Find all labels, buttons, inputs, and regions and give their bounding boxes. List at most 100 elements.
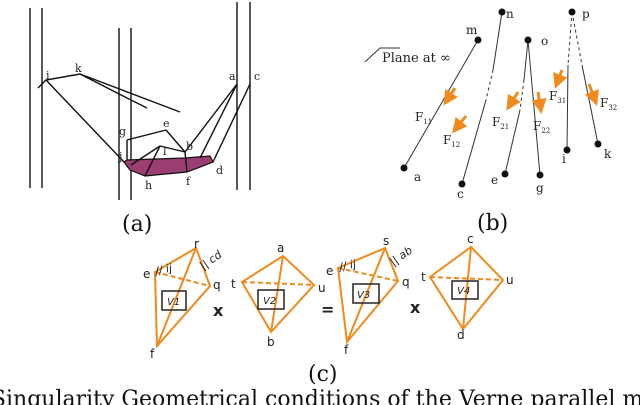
tetra-2-edge-tu bbox=[241, 281, 315, 286]
tetra-1-edge-eq bbox=[154, 271, 211, 287]
label-F31: F31 bbox=[549, 89, 566, 105]
panel-a-labels: i k a c g e l b j h f d bbox=[46, 62, 260, 192]
tetra-3-note-ij: // ij bbox=[337, 257, 358, 274]
operator-times-2: x bbox=[410, 298, 421, 317]
label-c-b: c bbox=[457, 187, 464, 201]
operator-times-1: x bbox=[213, 301, 224, 320]
arrow-F31 bbox=[553, 69, 568, 89]
figure-caption: Figure 2: Singularity Geometrical condit… bbox=[0, 387, 640, 405]
tetra-3-label-s: s bbox=[383, 234, 389, 248]
line-m-a bbox=[403, 39, 479, 169]
label-g: g bbox=[119, 125, 126, 138]
leg-a bbox=[184, 83, 238, 153]
label-o: o bbox=[541, 34, 548, 48]
label-e-b: e bbox=[491, 173, 498, 187]
leg-c bbox=[212, 83, 251, 163]
tetra-3-label-e: e bbox=[326, 264, 333, 278]
tetra-2-label-t: t bbox=[231, 277, 236, 291]
caption-a: (a) bbox=[122, 212, 152, 237]
label-i: i bbox=[46, 69, 50, 82]
link-lb bbox=[159, 145, 186, 153]
tetra-4-box bbox=[451, 280, 479, 300]
link-l bbox=[130, 145, 161, 166]
point-a bbox=[400, 164, 408, 172]
line-n-c-bottom bbox=[461, 99, 487, 185]
label-a-b: a bbox=[414, 170, 421, 184]
tetra-3-box-label: V3 bbox=[357, 290, 370, 301]
tetra-1-label-q: q bbox=[213, 278, 221, 292]
link-f bbox=[184, 151, 188, 173]
point-m bbox=[474, 36, 482, 44]
panel-a bbox=[29, 2, 251, 200]
label-n: n bbox=[506, 7, 514, 21]
tetra-2-box bbox=[257, 289, 285, 310]
tetra-3-edge-eq bbox=[337, 267, 399, 282]
tetra-1-box-label: V1 bbox=[167, 297, 180, 308]
tetra-2 bbox=[240, 254, 316, 334]
label-h: h bbox=[145, 179, 152, 192]
label-e: e bbox=[163, 117, 170, 130]
tetra-1 bbox=[153, 246, 212, 349]
label-g-b: g bbox=[536, 181, 544, 195]
arrow-F21 bbox=[506, 91, 521, 111]
tetra-2-label-u: u bbox=[318, 281, 326, 295]
tetra-3-note-ab: || ab bbox=[387, 244, 415, 269]
label-F12: F12 bbox=[443, 133, 460, 149]
link-ge bbox=[126, 129, 167, 141]
caption-c: (c) bbox=[308, 362, 338, 387]
leg-k bbox=[79, 73, 181, 113]
label-F11: F11 bbox=[415, 110, 432, 126]
label-F21: F21 bbox=[492, 115, 509, 131]
label-k: k bbox=[75, 62, 82, 75]
arrow-F11 bbox=[443, 87, 458, 106]
line-p-dash2 bbox=[571, 11, 583, 66]
tetra-4-label-t: t bbox=[421, 270, 426, 284]
tetra-4 bbox=[428, 245, 505, 331]
label-d: d bbox=[216, 164, 223, 177]
label-F22: F22 bbox=[533, 119, 550, 135]
label-f: f bbox=[186, 175, 191, 188]
tetra-1-label-f: f bbox=[150, 347, 155, 361]
point-k bbox=[594, 140, 602, 148]
tetra-4-label-d: d bbox=[457, 328, 465, 342]
tetra-4-label-u: u bbox=[506, 273, 514, 287]
leg-i-j bbox=[45, 79, 125, 163]
label-b: b bbox=[186, 140, 193, 153]
tetra-1-box bbox=[161, 290, 187, 311]
caption-b: (b) bbox=[477, 211, 508, 236]
label-c: c bbox=[254, 70, 260, 83]
label-p: p bbox=[582, 7, 590, 21]
tetra-1-note-ij: // ij bbox=[153, 261, 174, 278]
plane-label: Plane at ∞ bbox=[382, 51, 451, 66]
line-n-c-dash bbox=[485, 69, 494, 101]
label-m: m bbox=[466, 23, 478, 37]
tetra-3-label-q: q bbox=[402, 275, 410, 289]
tetra-1-label-r: r bbox=[194, 237, 199, 251]
line-o-top bbox=[523, 39, 529, 81]
arrow-F22 bbox=[531, 91, 547, 114]
tetra-1-label-e: e bbox=[143, 267, 150, 281]
line-o-e bbox=[504, 109, 521, 175]
label-j: j bbox=[117, 150, 122, 163]
link-eb bbox=[165, 129, 186, 153]
line-o-dash bbox=[519, 79, 525, 111]
point-i bbox=[563, 146, 571, 154]
tetra-3-edge-sf bbox=[346, 247, 386, 343]
label-k-b: k bbox=[604, 147, 612, 161]
point-e bbox=[501, 170, 509, 178]
tetra-2-box-label: V2 bbox=[263, 296, 276, 307]
tetra-1-note-cd: || cd bbox=[197, 247, 225, 272]
arrow-F32 bbox=[584, 83, 599, 106]
line-p-dash1 bbox=[567, 11, 573, 66]
label-i-b: i bbox=[562, 152, 566, 166]
panel-c: V1 e r q f // ij || cd x V2 a t u b = V3… bbox=[143, 232, 514, 361]
point-p bbox=[568, 8, 576, 16]
point-g bbox=[536, 171, 544, 179]
plane-symbol bbox=[364, 47, 400, 63]
panel-b: Plane at ∞ bbox=[364, 7, 617, 201]
tetra-4-edge-tu bbox=[429, 276, 504, 281]
line-o-g bbox=[527, 39, 541, 176]
tetra-4-edge-cd bbox=[462, 246, 472, 330]
moving-platform bbox=[123, 155, 214, 177]
